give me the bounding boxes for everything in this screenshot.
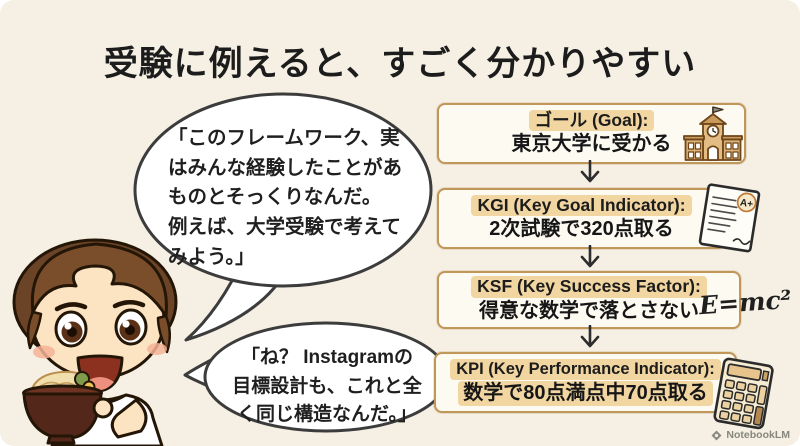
flow-step-ksf-header: KSF (Key Success Factor): <box>471 276 707 298</box>
speech-bubble-2-shape <box>183 321 449 433</box>
school-building-icon <box>683 106 743 161</box>
boy-character-illustration <box>12 238 178 446</box>
watermark: NotebookLM <box>711 429 790 441</box>
flow-step-kpi-body: 数学で80点満点中70点取る <box>458 380 713 406</box>
flow-step-kpi-header: KPI (Key Performance Indicator): <box>450 359 721 380</box>
graded-test-icon: A+ <box>698 183 761 253</box>
flow-step-kgi-body: 2次試験で320点取る <box>489 218 674 241</box>
flow-step-ksf: KSF (Key Success Factor): 得意な数学で落とさない <box>437 271 741 329</box>
flow-arrow-down-icon <box>580 245 600 268</box>
flow-arrow-down-icon <box>580 325 600 348</box>
flow-step-kgi: KGI (Key Goal Indicator): 2次試験で320点取る <box>437 188 726 249</box>
grade-label: A+ <box>739 197 754 210</box>
flow-arrow-down-icon <box>580 160 600 183</box>
calculator-icon <box>713 357 774 430</box>
flow-step-goal-body: 東京大学に受かる <box>511 133 672 156</box>
flow-step-goal-header: ゴール (Goal): <box>528 109 655 132</box>
flow-step-kgi-header: KGI (Key Goal Indicator): <box>471 194 692 217</box>
flow-step-kpi: KPI (Key Performance Indicator): 数学で80点満… <box>434 352 737 413</box>
watermark-label: NotebookLM <box>726 429 790 441</box>
speech-bubble-2-text: 「ね？ Instagramの 目標設計も、これと全 く同じ構造なんだ。」 <box>232 347 422 425</box>
page-title: 受験に例えると、すごく分かりやすい <box>103 45 697 83</box>
speech-bubble-1-text: 「このフレームワーク、実 はみんな経験したことがあ ものとそっくりなんだ。 例え… <box>168 127 403 268</box>
notebooklm-logo-icon <box>711 430 722 440</box>
flow-step-goal: ゴール (Goal): 東京大学に受かる <box>437 103 746 164</box>
flow-step-ksf-body: 得意な数学で落とさない <box>479 299 699 322</box>
speech-bubble-1-shape <box>133 92 433 342</box>
